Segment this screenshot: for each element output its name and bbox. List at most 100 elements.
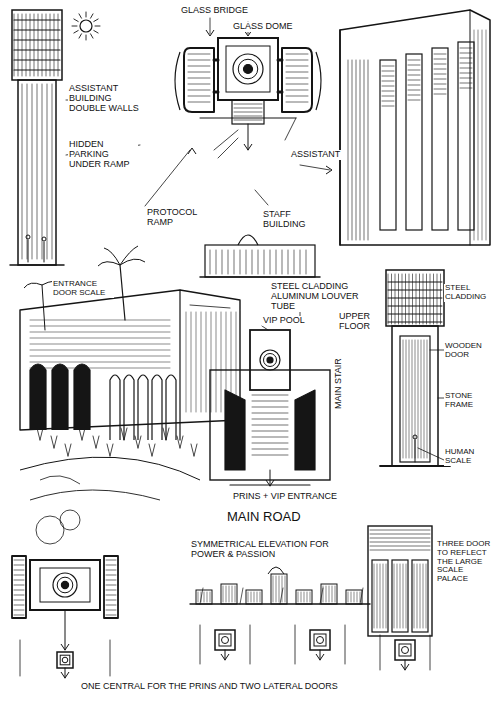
- sketch-stroke: [234, 116, 262, 117]
- sketch-block: [412, 560, 428, 632]
- sketch-stroke: [434, 84, 446, 85]
- annotation-label: MAIN ROAD: [226, 510, 302, 524]
- sketch-stroke: [408, 90, 420, 91]
- sketch-stroke: [216, 250, 217, 274]
- sketch-circle: [317, 637, 324, 644]
- sketch-stroke: [120, 265, 125, 320]
- sketch-stroke: [30, 320, 170, 321]
- sketch-stroke: [106, 575, 116, 576]
- annotation-label: ONE CENTRAL FOR THE PRINS AND TWO LATERA…: [80, 682, 339, 692]
- sketch-block: [321, 584, 337, 604]
- sketch-stroke: [294, 250, 295, 274]
- sketch-stroke: [228, 250, 229, 274]
- sketch-stroke: [403, 564, 404, 628]
- sketch-stroke: [188, 90, 210, 91]
- sketch-stroke: [58, 14, 59, 76]
- sketch-stroke: [34, 14, 35, 76]
- sketch-stroke: [288, 250, 289, 274]
- annotation-label: GLASS DOME: [232, 22, 294, 32]
- sketch-stroke: [30, 338, 170, 339]
- sketch-stroke: [252, 449, 288, 450]
- sketch-stroke: [191, 444, 194, 456]
- sketch-circle: [61, 581, 68, 588]
- sketch-stroke: [96, 436, 99, 448]
- sketch-stroke: [430, 635, 431, 670]
- sketch-stroke: [74, 31, 78, 34]
- sketch-stroke: [200, 118, 296, 119]
- sketch-path: [175, 52, 180, 110]
- sketch-stroke: [22, 84, 23, 259]
- sketch-stroke: [354, 592, 355, 602]
- sketch-stroke: [421, 340, 422, 458]
- sketch-stroke: [434, 64, 446, 65]
- sketch-stroke: [370, 546, 430, 547]
- sketch-stroke: [326, 586, 327, 602]
- sketch-stroke: [10, 264, 64, 266]
- sketch-block: [395, 640, 415, 660]
- sketch-stroke: [46, 14, 47, 76]
- sketch-stroke: [368, 60, 369, 240]
- sketch-circle: [402, 647, 409, 654]
- sketch-block: [250, 330, 290, 390]
- sketch-stroke: [382, 81, 394, 82]
- sketch-path: [30, 490, 160, 500]
- sketch-path: [152, 375, 162, 440]
- sketch-stroke: [234, 108, 262, 109]
- sketch-stroke: [206, 312, 207, 412]
- sketch-stroke: [14, 575, 24, 576]
- sketch-stroke: [286, 102, 308, 103]
- sketch-block: [218, 38, 278, 100]
- sketch-stroke: [332, 586, 333, 602]
- sketch-stroke: [282, 576, 283, 602]
- sketch-stroke: [434, 69, 446, 70]
- sketch-stroke: [304, 592, 305, 602]
- sketch-stroke: [42, 84, 43, 259]
- sketch-stroke: [229, 586, 230, 602]
- sketch-stroke: [180, 436, 183, 448]
- sketch-block: [57, 652, 73, 668]
- sketch-stroke: [286, 54, 308, 55]
- sketch-stroke: [210, 250, 211, 274]
- sketch-block: [210, 370, 330, 480]
- sketch-stroke: [286, 96, 308, 97]
- sketch-block: [18, 80, 56, 265]
- sketch-path: [326, 166, 332, 174]
- sketch-stroke: [329, 586, 330, 602]
- annotation-label: GLASS BRIDGE: [180, 6, 249, 16]
- sketch-stroke: [248, 124, 249, 150]
- sketch-stroke: [106, 585, 116, 586]
- sketch-stroke: [408, 70, 420, 71]
- sketch-path: [110, 375, 120, 440]
- sketch-block: [221, 584, 237, 604]
- sketch-stroke: [74, 19, 78, 22]
- sketch-stroke: [145, 150, 190, 206]
- sketch-stroke: [252, 401, 288, 402]
- sketch-stroke: [210, 592, 211, 602]
- sketch-stroke: [397, 564, 398, 628]
- sketch-stroke: [232, 586, 233, 602]
- sketch-path: [340, 10, 490, 245]
- sketch-stroke: [434, 94, 446, 95]
- sketch-path: [61, 672, 69, 678]
- sketch-stroke: [408, 65, 420, 66]
- sketch-stroke: [214, 130, 238, 150]
- sketch-stroke: [22, 14, 23, 76]
- sketch-stroke: [14, 610, 24, 611]
- sketch-stroke: [234, 250, 235, 274]
- sketch-block: [296, 590, 312, 604]
- sketch-circle: [238, 59, 258, 79]
- sketch-stroke: [234, 112, 262, 113]
- sketch-stroke: [222, 250, 223, 274]
- sketch-block: [392, 560, 408, 632]
- annotation-label: UPPER FLOOR: [338, 312, 380, 332]
- sketch-stroke: [408, 60, 420, 61]
- sketch-stroke: [91, 14, 94, 18]
- sketch-stroke: [388, 306, 442, 307]
- sketch-path: [266, 480, 274, 486]
- sketch-stroke: [276, 576, 277, 602]
- sketch-circle: [264, 354, 277, 367]
- sketch-stroke: [388, 322, 442, 323]
- sketch-stroke: [14, 69, 60, 70]
- sketch-stroke: [216, 312, 217, 412]
- annotation-label: THREE DOOR TO REFLECT THE LARGE SCALE PA…: [436, 540, 492, 584]
